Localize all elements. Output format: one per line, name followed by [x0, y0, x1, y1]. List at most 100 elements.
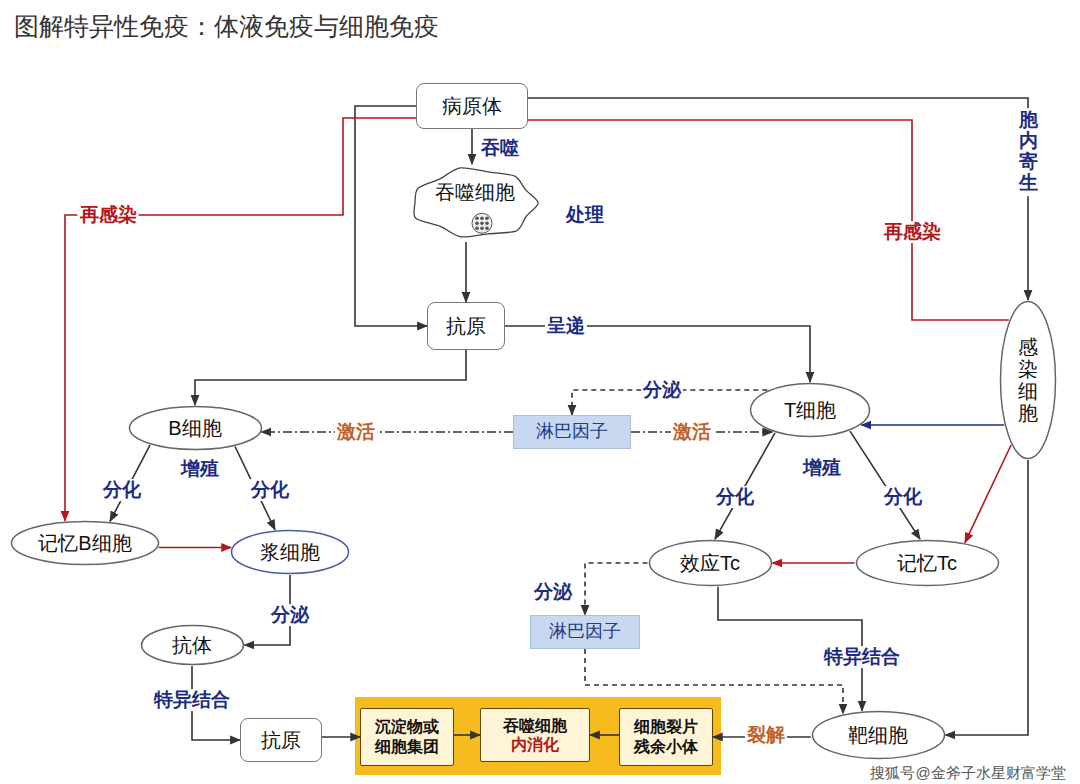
result-band: 沉淀物或 细胞集团 吞噬细胞内消化 细胞裂片 残余小体: [355, 697, 721, 775]
text-group: 抗体: [172, 633, 212, 657]
process-note: 增殖: [179, 458, 221, 480]
text-group: 抗原: [261, 728, 301, 752]
text-group: 感染细胞: [1018, 336, 1038, 424]
nucleus-dot: [475, 226, 479, 230]
connector: [465, 242, 467, 302]
node-text: 病原体: [442, 94, 502, 118]
process-note: 处理: [564, 204, 606, 226]
node-text: 抗原: [261, 728, 301, 752]
node-text: B细胞: [168, 416, 221, 440]
watermark: 搜狐号@金斧子水星财富学堂: [868, 764, 1067, 781]
nucleus-dot: [485, 221, 489, 225]
antigen-box: 抗原: [427, 302, 505, 350]
lymphokine-box: 淋巴因子: [530, 615, 640, 649]
nucleus-dot: [485, 216, 489, 220]
fragment-box: 细胞裂片 残余小体: [619, 708, 713, 766]
connector: [528, 120, 1009, 320]
node-text: 吞噬细胞: [503, 716, 567, 735]
node-text: 吞噬细胞: [435, 180, 515, 204]
text-group: T细胞: [784, 398, 836, 422]
edge-label: 分化: [714, 486, 756, 508]
text-group: 浆细胞: [260, 540, 320, 564]
b-cell: B细胞: [128, 405, 263, 451]
phagocyte-cell: 吞噬细胞: [405, 164, 545, 242]
connector: [471, 129, 473, 164]
cell-ellipse: [232, 531, 349, 574]
node-text: 细胞裂片 残余小体: [629, 717, 703, 757]
connector: [261, 431, 513, 433]
edge-label: 分泌: [269, 604, 311, 626]
cell-ellipse: [649, 541, 771, 586]
node-text: 靶细胞: [848, 723, 908, 747]
node-text: 抗体: [172, 633, 212, 657]
edge-label: 分化: [249, 479, 291, 501]
text-group: 靶细胞: [848, 723, 908, 747]
edge-label: 激活: [671, 421, 713, 443]
edge-label: 特异结合: [152, 689, 232, 711]
nucleus-dot: [480, 221, 484, 225]
node-text: 内消化: [511, 735, 559, 754]
connector: [528, 98, 1028, 300]
edge-label: 呈递: [545, 315, 587, 337]
node-text: 浆细胞: [260, 540, 320, 564]
text-group: 记忆B细胞: [38, 531, 131, 555]
precipitate-box: 沉淀物或 细胞集团: [360, 708, 454, 766]
edge-label: 吞噬: [479, 137, 521, 159]
infected-cell: 感染细胞: [999, 300, 1057, 460]
nucleus-dot: [475, 216, 479, 220]
edge-label: 裂解: [745, 724, 787, 746]
cell-ellipse: [129, 407, 261, 450]
phagocyte-outline: [414, 168, 538, 237]
text-group: 效应Tc: [680, 551, 740, 575]
connector: [946, 460, 1029, 735]
phagocyte-nucleus: [472, 213, 492, 233]
edge-label: 分化: [882, 486, 924, 508]
edge-label: 再感染: [882, 221, 943, 243]
edge-label: 分泌: [641, 379, 683, 401]
connector: [715, 433, 775, 539]
text-group: 吞噬细胞内消化: [503, 716, 567, 754]
process-note: 增殖: [801, 457, 843, 479]
cell-ellipse: [812, 712, 944, 759]
text-group: B细胞: [168, 416, 221, 440]
antigen-box: 抗原: [240, 718, 322, 762]
text-group: 病原体: [442, 94, 502, 118]
cell-ellipse: [141, 626, 243, 665]
node-text: 沉淀物或 细胞集团: [370, 717, 444, 757]
node-text: 感染细胞: [1018, 336, 1038, 424]
text-group: 抗原: [446, 314, 486, 338]
node-text: 淋巴因子: [536, 421, 608, 443]
nucleus-dot: [480, 216, 484, 220]
memory-b-cell: 记忆B细胞: [10, 520, 160, 566]
connector: [590, 734, 619, 736]
text-group: 细胞裂片 残余小体: [629, 717, 703, 757]
node-text: 记忆Tc: [897, 551, 957, 575]
text-group: 记忆Tc: [897, 551, 957, 575]
connector: [773, 562, 855, 564]
text-group: 淋巴因子: [536, 421, 608, 443]
lymphokine-box: 淋巴因子: [513, 415, 631, 449]
memory-tc-cell: 记忆Tc: [855, 539, 1000, 587]
nucleus-dot: [485, 226, 489, 230]
cell-ellipse: [751, 384, 870, 437]
connector: [159, 547, 232, 549]
text-group: 沉淀物或 细胞集团: [370, 717, 444, 757]
text-group: 吞噬细胞: [435, 180, 515, 226]
antibody: 抗体: [140, 624, 245, 666]
node-text: 淋巴因子: [549, 621, 621, 643]
connector: [454, 734, 480, 736]
target-cell: 靶细胞: [811, 710, 946, 760]
nucleus-dot: [480, 226, 484, 230]
effector-tc-cell: 效应Tc: [648, 539, 773, 587]
connector: [65, 118, 416, 521]
text-group: 淋巴因子: [549, 621, 621, 643]
edge-label: 特异结合: [822, 646, 902, 668]
node-text: 记忆B细胞: [38, 531, 131, 555]
t-cell: T细胞: [749, 382, 871, 438]
edge-label: 激活: [335, 421, 377, 443]
connector: [195, 350, 466, 405]
plasma-cell: 浆细胞: [230, 529, 350, 575]
connector: [585, 563, 648, 615]
connector: [965, 445, 1011, 543]
